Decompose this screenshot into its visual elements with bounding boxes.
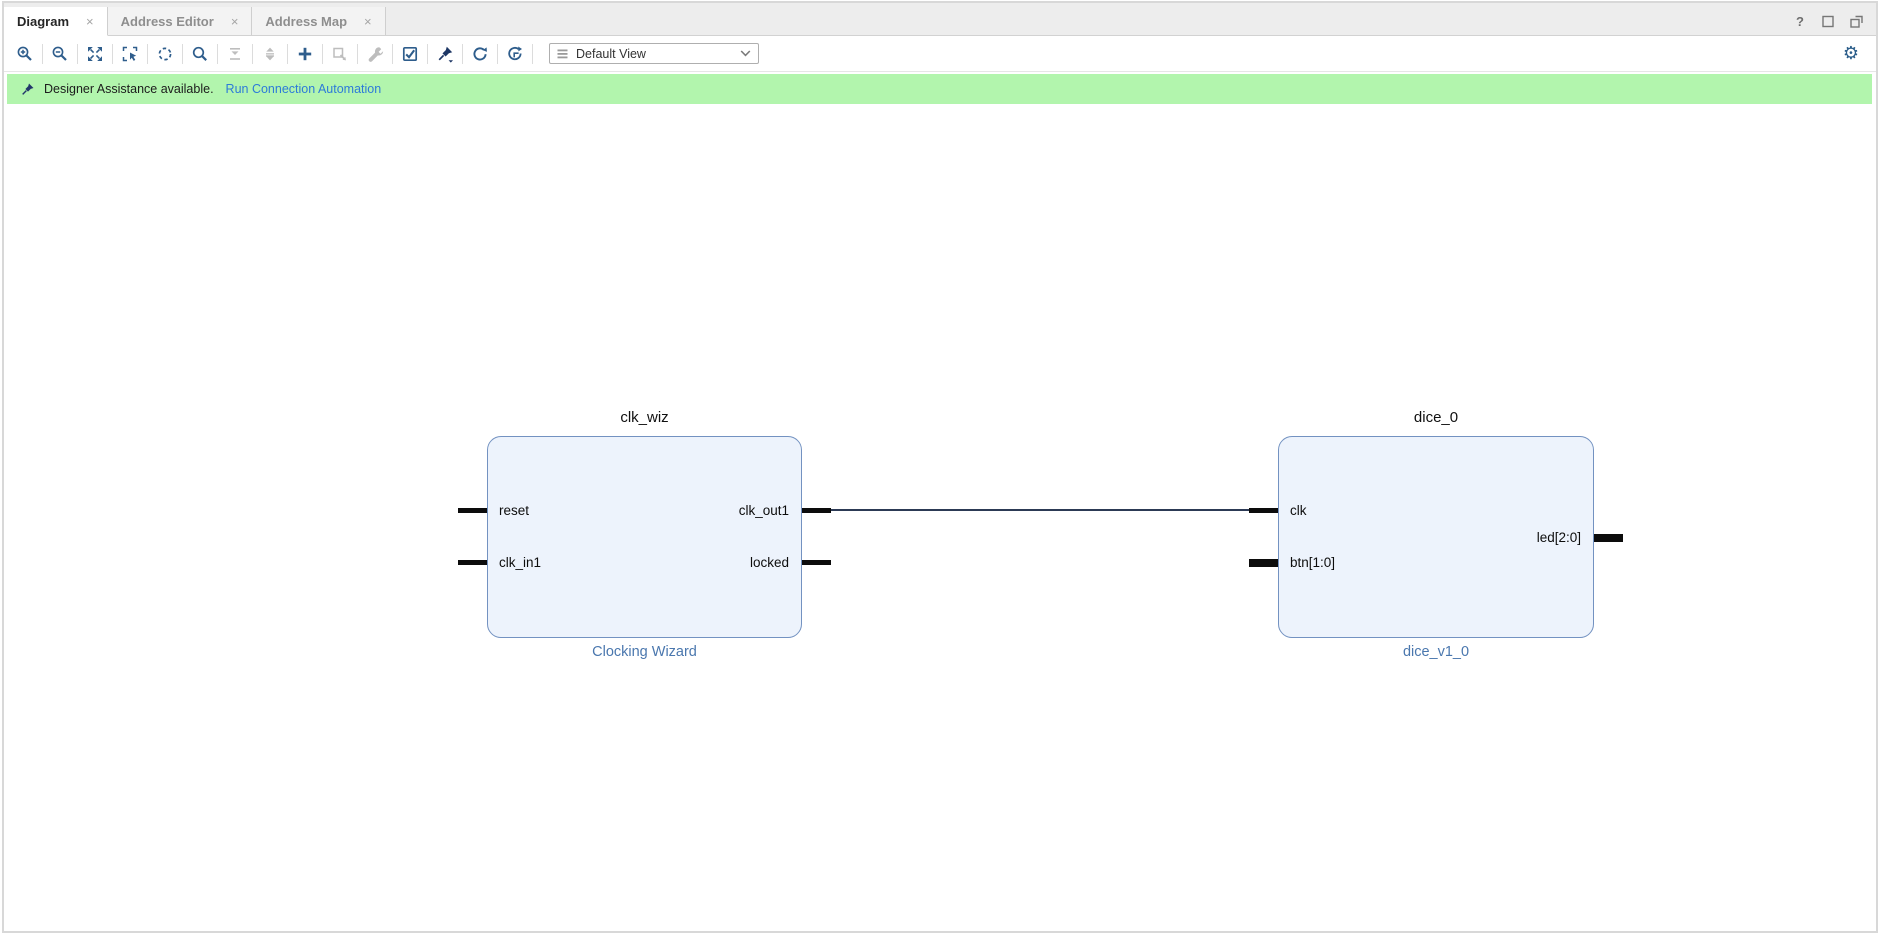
designer-assistance-banner: Designer Assistance available. Run Conne… — [7, 74, 1872, 104]
tab-label: Address Editor — [120, 13, 214, 29]
close-icon[interactable]: × — [364, 13, 372, 29]
tab-label: Address Map — [265, 13, 348, 29]
toolbar-separator — [392, 43, 393, 64]
regenerate-layout-icon[interactable] — [503, 42, 527, 66]
zoom-fit-icon[interactable] — [83, 42, 107, 66]
refresh-icon[interactable] — [468, 42, 492, 66]
tab-label: Diagram — [17, 13, 70, 29]
validate-design-icon[interactable] — [398, 42, 422, 66]
banner-message: Designer Assistance available. — [44, 82, 214, 96]
diagram-canvas[interactable]: Designer Assistance available. Run Conne… — [4, 72, 1876, 931]
port-stub-clk[interactable] — [1249, 508, 1278, 513]
tab-address-editor[interactable]: Address Editor × — [107, 7, 253, 35]
toolbar-separator — [147, 43, 148, 64]
search-icon[interactable] — [188, 42, 212, 66]
toolbar-separator — [42, 43, 43, 64]
maximize-icon[interactable] — [1820, 13, 1836, 29]
block-clk-wiz[interactable]: reset clk_in1 clk_out1 locked — [458, 436, 831, 638]
make-external-icon[interactable] — [328, 42, 352, 66]
port-stub-reset[interactable] — [458, 508, 487, 513]
port-reset[interactable]: reset — [499, 503, 530, 518]
chevron-down-icon — [740, 50, 751, 57]
port-stub-clk-in1[interactable] — [458, 560, 487, 565]
diagram-toolbar: Default View ⚙ — [4, 36, 1876, 72]
tab-diagram[interactable]: Diagram × — [4, 7, 108, 36]
port-clk[interactable]: clk — [1290, 503, 1307, 518]
toolbar-separator — [77, 43, 78, 64]
customize-block-icon[interactable] — [363, 42, 387, 66]
toolbar-separator — [217, 43, 218, 64]
tab-bar: Diagram × Address Editor × Address Map ×… — [4, 3, 1876, 36]
gear-icon[interactable]: ⚙ — [1842, 43, 1860, 64]
zoom-out-icon[interactable] — [48, 42, 72, 66]
block-dice-0[interactable]: clk btn[1:0] led[2:0] — [1249, 436, 1623, 638]
fit-selection-icon[interactable] — [153, 42, 177, 66]
run-connection-automation-link[interactable]: Run Connection Automation — [225, 82, 382, 96]
view-selector-dropdown[interactable]: Default View — [549, 43, 759, 64]
toolbar-separator — [287, 43, 288, 64]
toolbar-separator — [322, 43, 323, 64]
port-stub-locked[interactable] — [802, 560, 831, 565]
view-list-icon — [557, 49, 568, 59]
expand-hierarchy-icon[interactable] — [258, 42, 282, 66]
port-locked[interactable]: locked — [749, 555, 789, 570]
zoom-to-selection-icon[interactable] — [118, 42, 142, 66]
toolbar-separator — [182, 43, 183, 64]
block-title-dice-0: dice_0 — [1413, 409, 1459, 426]
toolbar-separator — [252, 43, 253, 64]
pushpin-icon — [22, 83, 34, 95]
close-icon[interactable]: × — [86, 13, 94, 29]
port-led[interactable]: led[2:0] — [1536, 530, 1581, 545]
port-stub-led[interactable] — [1594, 534, 1623, 542]
toolbar-separator — [497, 43, 498, 64]
close-icon[interactable]: × — [230, 13, 239, 29]
port-clk-in1[interactable]: clk_in1 — [499, 555, 542, 570]
toolbar-separator — [427, 43, 428, 64]
port-stub-btn[interactable] — [1249, 559, 1278, 567]
add-ip-icon[interactable] — [293, 42, 317, 66]
collapse-hierarchy-icon[interactable] — [223, 42, 247, 66]
pin-icon[interactable] — [433, 42, 457, 66]
toolbar-separator — [112, 43, 113, 64]
window-controls: ? — [1792, 7, 1876, 35]
port-btn[interactable]: btn[1:0] — [1290, 555, 1336, 570]
tab-address-map[interactable]: Address Map × — [252, 7, 386, 35]
connection-wire-clkout1-clk[interactable] — [831, 509, 1249, 511]
toolbar-separator — [532, 43, 533, 64]
port-stub-clk-out1[interactable] — [802, 508, 831, 513]
port-clk-out1[interactable]: clk_out1 — [738, 503, 789, 518]
toolbar-separator — [462, 43, 463, 64]
block-caption-clocking-wizard: Clocking Wizard — [592, 644, 697, 660]
help-icon[interactable]: ? — [1796, 13, 1804, 29]
zoom-in-icon[interactable] — [13, 42, 37, 66]
block-caption-dice-v1-0: dice_v1_0 — [1402, 644, 1470, 660]
toolbar-separator — [357, 43, 358, 64]
float-icon[interactable] — [1848, 13, 1864, 29]
view-selector-value: Default View — [576, 46, 646, 61]
block-title-clk-wiz: clk_wiz — [620, 409, 669, 426]
